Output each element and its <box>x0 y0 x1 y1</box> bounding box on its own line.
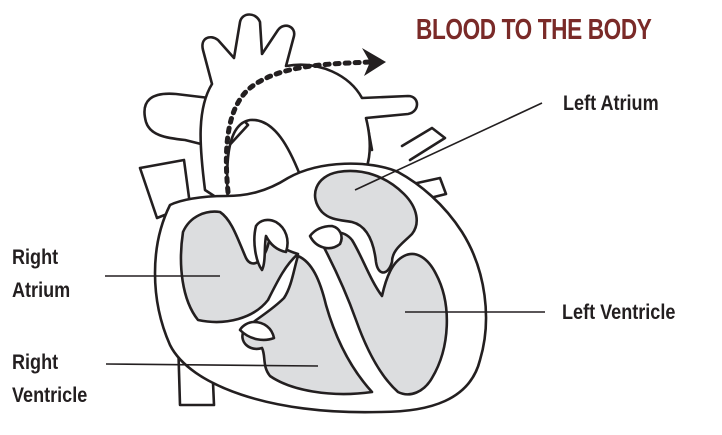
label-right-ventricle-line1: Right <box>12 351 58 375</box>
label-left-atrium: Left Atrium <box>563 92 659 116</box>
label-right-atrium-line1: Right <box>12 246 58 270</box>
diagram-title: BLOOD TO THE BODY <box>416 14 651 46</box>
label-right-ventricle-line2: Ventricle <box>12 384 87 408</box>
pulmonary-vein-upper <box>402 128 445 160</box>
label-right-atrium-line2: Atrium <box>12 279 70 303</box>
label-left-ventricle: Left Ventricle <box>562 301 675 325</box>
